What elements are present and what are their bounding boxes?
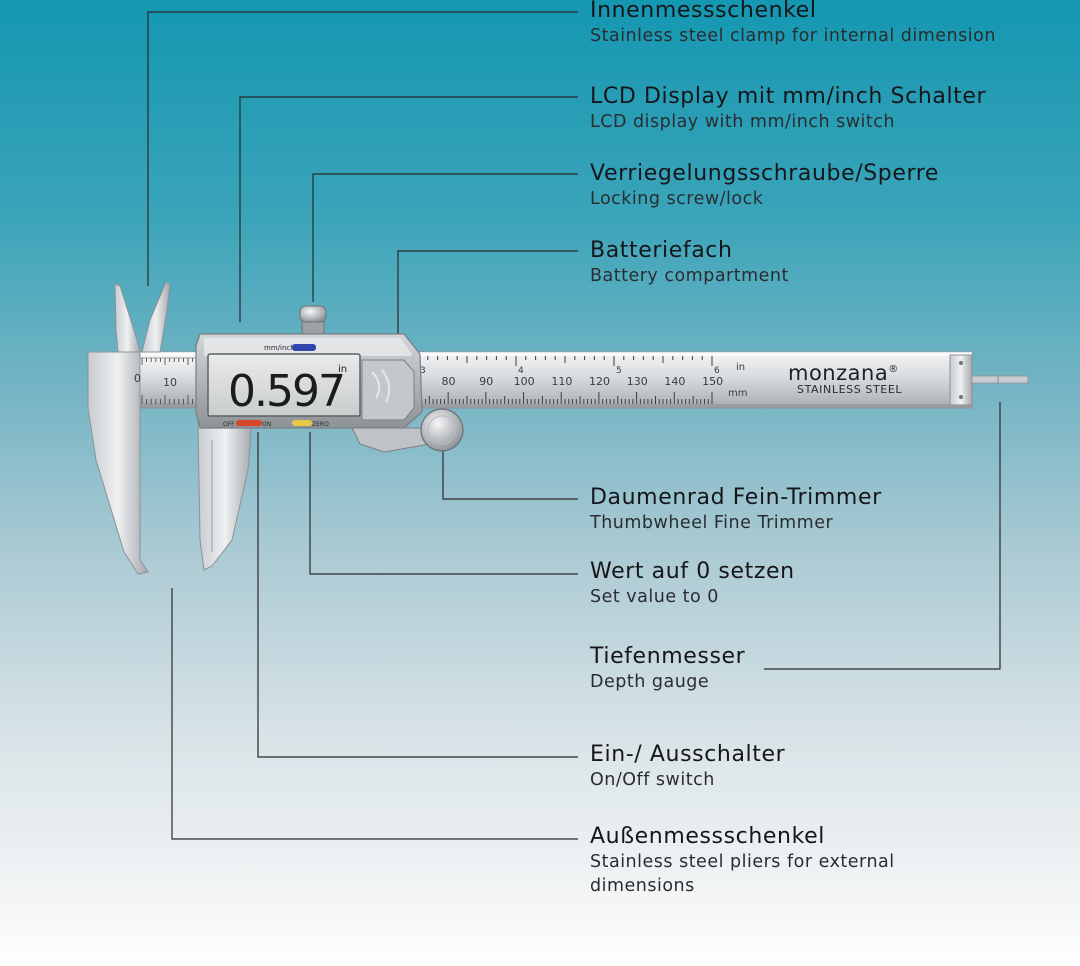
mm-scale-number: 150 [702, 375, 723, 388]
jaw-scale-zero: 0 [134, 372, 141, 385]
inch-scale-number: 6 [714, 366, 720, 376]
lcd-screen [207, 353, 361, 417]
callout-subtitle: Stainless steel pliers for external [590, 852, 895, 872]
callout-title: Außenmessschenkel [590, 824, 826, 849]
callout-on-off-switch: Ein-/ Ausschalter On/Off switch [590, 742, 785, 792]
thumbwheel[interactable] [420, 408, 464, 452]
mode-button-label: mm/inch [264, 344, 295, 352]
callout-battery: Batteriefach Battery compartment [590, 238, 789, 288]
leader-line-lcd [239, 96, 578, 322]
mode-button[interactable] [292, 344, 316, 351]
callout-zero: Wert auf 0 setzen Set value to 0 [590, 559, 795, 609]
leader-lines [147, 11, 1001, 840]
fixed-jaw: 0 10 [87, 283, 199, 575]
lcd-reading: 0.597 [228, 366, 344, 417]
leader-line-battery [397, 250, 578, 334]
main-scale-ticks [417, 356, 713, 404]
callout-title: Wert auf 0 setzen [590, 559, 795, 584]
lcd-unit: in [338, 364, 347, 375]
mm-scale-number: 80 [442, 375, 456, 388]
callout-title: Verriegelungsschraube/Sperre [590, 161, 940, 186]
leader-line-thumbwheel [442, 440, 578, 500]
callout-title: LCD Display mit mm/inch Schalter [590, 84, 987, 109]
callout-subtitle: Thumbwheel Fine Trimmer [590, 513, 834, 533]
mm-scale-number: 90 [479, 375, 493, 388]
mm-scale-number: 140 [664, 375, 685, 388]
callout-title: Ein-/ Ausschalter [590, 742, 786, 767]
scale-unit-in: in [736, 362, 745, 373]
callout-title: Batteriefach [590, 238, 733, 263]
inch-scale-number: 3 [420, 366, 426, 376]
callout-subtitle: Depth gauge [590, 672, 710, 692]
mm-scale-number: 130 [627, 375, 648, 388]
jaw-scale-ten: 10 [163, 376, 177, 389]
zero-button[interactable] [292, 420, 312, 426]
inch-scale-number: 5 [616, 366, 622, 376]
callout-thumbwheel: Daumenrad Fein-Trimmer Thumbwheel Fine T… [590, 485, 882, 535]
callout-locking-screw: Verriegelungsschraube/Sperre Locking scr… [590, 161, 939, 211]
inch-scale-number: 4 [518, 366, 524, 376]
sliding-jaw [141, 281, 253, 571]
battery-compartment [361, 359, 415, 421]
callout-outer-jaw: Außenmessschenkel Stainless steel pliers… [590, 824, 895, 898]
main-scale-numbers: 80 90 100 110 120 130 140 150 3 4 5 6 [420, 366, 723, 388]
callout-inner-jaw: Innenmessschenkel Stainless steel clamp … [590, 0, 996, 48]
callout-subtitle-continued: dimensions [590, 876, 695, 896]
callout-subtitle: Locking screw/lock [590, 189, 764, 209]
leader-line-onoff [257, 432, 578, 758]
brand-logo: monzana® [788, 361, 899, 385]
brand-subtitle: STAINLESS STEEL [797, 383, 902, 396]
callout-subtitle: Battery compartment [590, 266, 789, 286]
off-label: OFF [223, 421, 235, 428]
leader-line-inner-jaw [147, 11, 578, 286]
on-label: ON [262, 421, 271, 428]
callout-depth-gauge: Tiefenmesser Depth gauge [590, 644, 745, 694]
callout-title: Innenmessschenkel [590, 0, 817, 23]
mm-scale-number: 100 [514, 375, 535, 388]
leader-line-zero [309, 432, 578, 575]
callout-subtitle: On/Off switch [590, 770, 715, 790]
callout-title: Tiefenmesser [590, 644, 746, 669]
callout-lcd-display: LCD Display mit mm/inch Schalter LCD dis… [590, 84, 986, 134]
on-off-button[interactable] [236, 420, 262, 426]
leader-line-lock-screw [312, 173, 578, 302]
mm-scale-number: 120 [589, 375, 610, 388]
callout-subtitle: Stainless steel clamp for internal dimen… [590, 26, 996, 46]
mm-scale-number: 110 [551, 375, 572, 388]
callout-title: Daumenrad Fein-Trimmer [590, 485, 882, 510]
locking-screw [299, 305, 327, 335]
leader-line-outer-jaw [171, 588, 578, 840]
scale-unit-mm: mm [728, 388, 747, 399]
zero-label: ZERO [312, 421, 329, 428]
leader-line-depth [764, 402, 1001, 670]
callout-subtitle: Set value to 0 [590, 587, 719, 607]
callout-subtitle: LCD display with mm/inch switch [590, 112, 895, 132]
